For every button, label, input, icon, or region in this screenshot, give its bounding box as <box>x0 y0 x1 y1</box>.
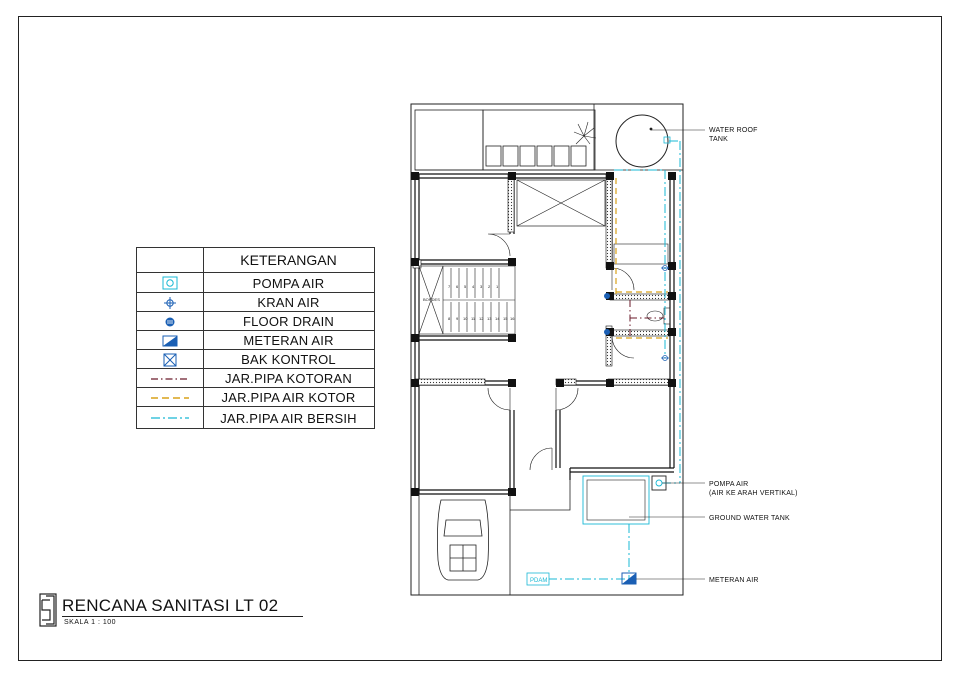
legend-row: JAR.PIPA KOTORAN <box>137 368 374 388</box>
ground-water-tank-callout: GROUND WATER TANK <box>709 515 790 522</box>
floor-drain-icon <box>137 312 203 331</box>
sewage-pipe-line-icon <box>137 369 203 388</box>
svg-text:14: 14 <box>495 316 500 321</box>
callout-line: WATER ROOF <box>709 127 758 134</box>
ground-floor-area <box>418 480 571 595</box>
water-meter-icon <box>137 331 203 350</box>
legend-row: JAR.PIPA AIR KOTOR <box>137 387 374 407</box>
svg-text:4: 4 <box>472 284 475 289</box>
legend-label: POMPA AIR <box>252 275 325 291</box>
faucet-icon <box>661 265 669 361</box>
svg-text:2: 2 <box>488 284 491 289</box>
staircase <box>418 265 516 335</box>
grey-water-pipes <box>615 178 668 339</box>
legend-label: JAR.PIPA AIR BERSIH <box>220 410 357 426</box>
void-opening <box>516 179 606 227</box>
svg-text:7: 7 <box>448 284 451 289</box>
water-roof-tank <box>615 114 671 168</box>
legend-label: JAR.PIPA KOTORAN <box>225 371 352 386</box>
legend-row: METERAN AIR <box>137 330 374 350</box>
drawing-scale: SKALA 1 : 100 <box>64 619 117 626</box>
callout-line: TANK <box>709 136 728 143</box>
legend-label: METERAN AIR <box>243 333 334 348</box>
water-roof-tank-callout: WATER ROOF TANK <box>709 126 758 144</box>
legend-row: BAK KONTROL <box>137 349 374 369</box>
grey-water-pipe-line-icon <box>137 388 203 407</box>
sewage-pipes <box>629 300 664 336</box>
legend-label: FLOOR DRAIN <box>242 314 335 329</box>
structural-columns <box>411 172 676 496</box>
pump-icon <box>137 273 203 293</box>
svg-text:3: 3 <box>480 284 483 289</box>
pompa-air-callout: POMPA AIR (AIR KE ARAH VERTIKAL) <box>709 480 798 498</box>
legend-label: KRAN AIR <box>257 295 320 310</box>
control-box-icon <box>137 350 203 369</box>
svg-text:13: 13 <box>487 316 492 321</box>
legend-label: BAK KONTROL <box>241 352 336 367</box>
title-underline <box>62 616 303 617</box>
pdam-box <box>526 572 550 586</box>
svg-text:11: 11 <box>471 316 476 321</box>
drawing-title: RENCANA SANITASI LT 02 <box>62 596 279 615</box>
car-icon <box>437 499 489 581</box>
legend-row: FLOOR DRAIN <box>137 311 374 331</box>
roof-terrace <box>414 103 684 171</box>
legend-label: JAR.PIPA AIR KOTOR <box>221 390 356 405</box>
hatched-walls <box>412 173 671 386</box>
pdam-label: PDAM <box>530 578 547 584</box>
svg-text:10: 10 <box>463 316 468 321</box>
door-swings <box>487 233 635 471</box>
meteran-air-callout: METERAN AIR <box>709 577 759 584</box>
clean-water-pipe-line-icon <box>137 407 203 429</box>
bordes-label: BORDES <box>423 297 440 302</box>
faucet-icon <box>137 293 203 312</box>
callout-leaders <box>629 129 705 580</box>
stair-numbers: 7 6 5 4 3 2 1 8 9 10 11 12 13 14 15 16 <box>448 284 515 321</box>
legend-row: KRAN AIR <box>137 292 374 312</box>
svg-text:16: 16 <box>510 316 515 321</box>
svg-text:15: 15 <box>503 316 508 321</box>
svg-text:1: 1 <box>496 284 499 289</box>
svg-text:6: 6 <box>456 284 459 289</box>
svg-text:12: 12 <box>479 316 484 321</box>
legend-column-divider <box>203 248 204 428</box>
water-meter-icon <box>621 572 637 585</box>
callout-line: POMPA AIR <box>709 481 749 488</box>
floor-drain-icon <box>604 293 610 335</box>
callout-line: (AIR KE ARAH VERTIKAL) <box>709 490 798 497</box>
logo-icon <box>39 593 57 627</box>
toilet-fixture <box>613 243 671 325</box>
plant-icon <box>573 121 597 145</box>
svg-text:8: 8 <box>448 316 451 321</box>
plot-boundary <box>410 103 684 596</box>
legend-table: KETERANGAN POMPA AIR KRAN AIR FLOOR DRAI… <box>136 247 375 429</box>
legend-row: POMPA AIR <box>137 272 374 293</box>
drawing-sheet-border <box>18 16 942 661</box>
legend-row: JAR.PIPA AIR BERSIH <box>137 406 374 429</box>
svg-text:9: 9 <box>456 316 459 321</box>
svg-text:5: 5 <box>464 284 467 289</box>
